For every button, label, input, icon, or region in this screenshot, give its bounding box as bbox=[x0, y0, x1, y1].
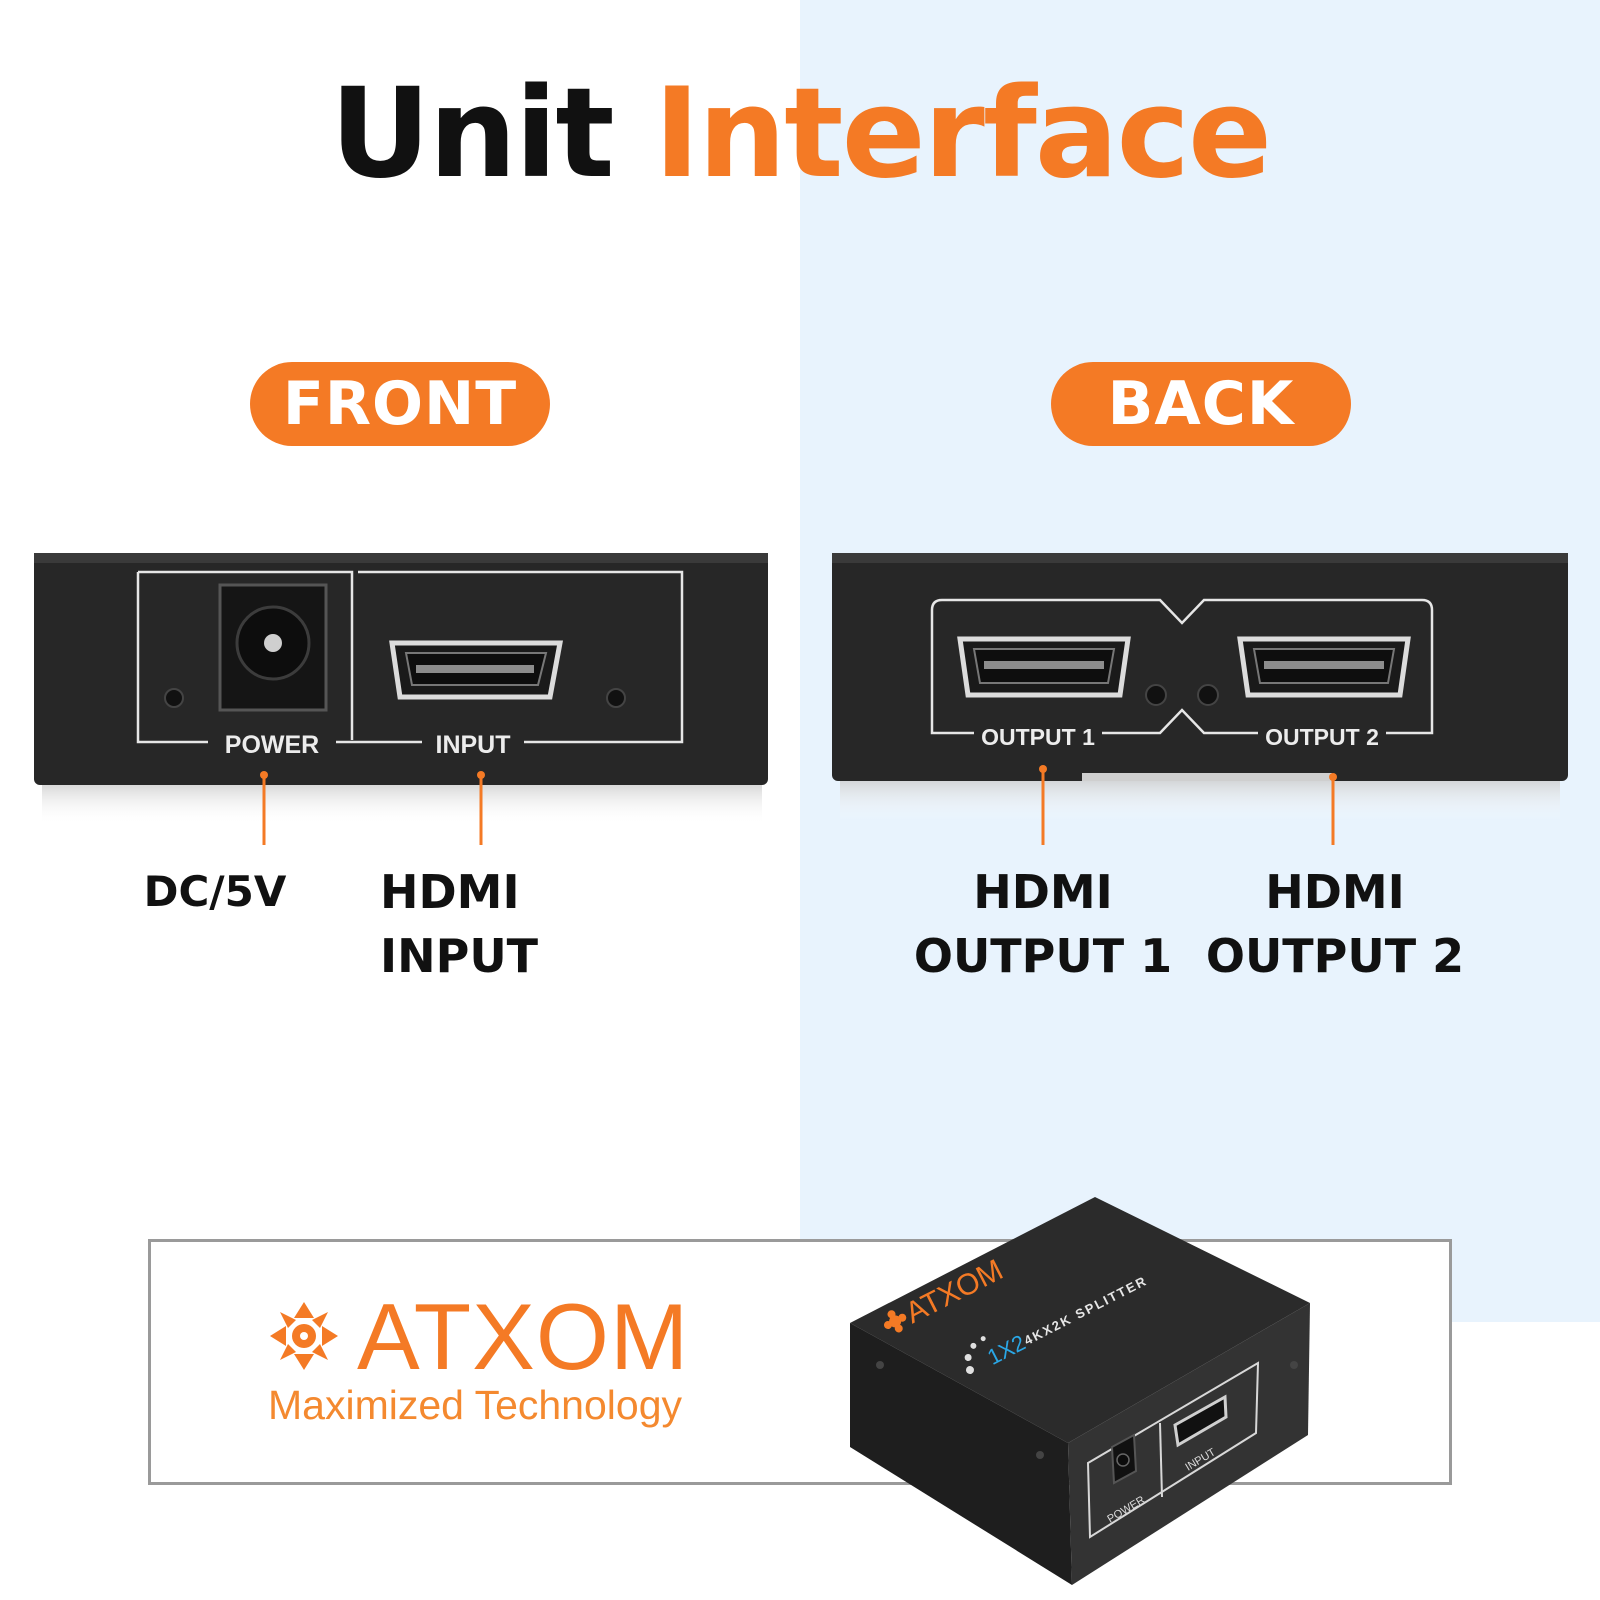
callout-dc-5v: DC/5V bbox=[143, 867, 287, 916]
front-power-label: POWER bbox=[225, 731, 319, 759]
back-output-1-label: OUTPUT 1 bbox=[981, 724, 1095, 750]
brand-tagline: Maximized Technology bbox=[268, 1382, 683, 1428]
hdmi-output-1-port bbox=[957, 636, 1131, 698]
back-heading-badge: BACK bbox=[1051, 362, 1351, 446]
page-title: Unit Interface bbox=[0, 72, 1600, 196]
callout-hdmi-output-1: HDMI OUTPUT 1 bbox=[913, 865, 1173, 983]
front-heading-badge: FRONT bbox=[250, 362, 550, 446]
brand-name: ATXOM bbox=[357, 1284, 690, 1389]
front-input-label: INPUT bbox=[436, 731, 511, 759]
title-word-unit: Unit bbox=[329, 62, 615, 206]
device-hdmi-port bbox=[1173, 1394, 1228, 1448]
front-panel: POWER INPUT bbox=[34, 553, 768, 845]
hdmi-output-2-port bbox=[1237, 636, 1411, 698]
device-product-image: ATXOM 1X2 4KX2K SPLITTER POWER INPUT bbox=[850, 1197, 1310, 1585]
callout-hdmi-output-2: HDMI OUTPUT 2 bbox=[1205, 865, 1465, 983]
title-word-interface: Interface bbox=[653, 62, 1272, 206]
callout-hdmi-input: HDMI INPUT bbox=[380, 865, 539, 983]
back-panel: OUTPUT 1 OUTPUT 2 bbox=[832, 553, 1568, 845]
atxom-logo-icon bbox=[270, 1302, 338, 1370]
hdmi-input-port bbox=[389, 640, 564, 700]
back-output-2-label: OUTPUT 2 bbox=[1265, 724, 1379, 750]
